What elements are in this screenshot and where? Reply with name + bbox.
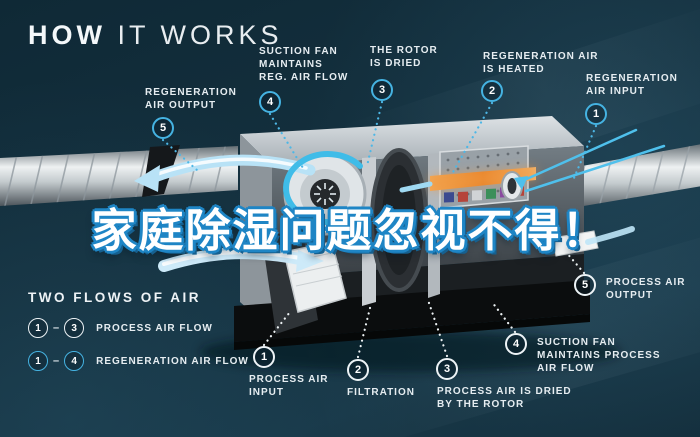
title-light: IT WORKS xyxy=(105,20,283,50)
step-badge-reg-3: 3 xyxy=(371,79,393,101)
callout-label-proc-input: PROCESS AIR INPUT xyxy=(249,374,329,399)
legend-row-process: 1 – 3 PROCESS AIR FLOW xyxy=(28,317,249,339)
step-badge-reg-2: 2 xyxy=(481,80,503,102)
step-badge-reg-4: 4 xyxy=(259,91,281,113)
leader-top-3 xyxy=(365,100,384,168)
callout-label-suction-proc: SUCTION FAN MAINTAINS PROCESS AIR FLOW xyxy=(537,337,661,375)
callout-label-proc-output: PROCESS AIR OUTPUT xyxy=(606,277,686,302)
legend-separator: – xyxy=(53,322,60,334)
legend-circle: 3 xyxy=(64,318,85,338)
callout-label-rotor-dried: THE ROTOR IS DRIED xyxy=(370,45,438,70)
legend-label: PROCESS AIR FLOW xyxy=(96,322,213,334)
callout-label-reg-air-output: REGENERATION AIR OUTPUT xyxy=(145,87,237,112)
leader-top-4 xyxy=(268,112,305,170)
airflow-arrows xyxy=(134,128,666,272)
legend-circle: 1 xyxy=(28,351,48,371)
cabinet-left-edge xyxy=(240,134,272,330)
process-output-vent xyxy=(551,230,599,257)
flow-arrow-process-output xyxy=(585,226,635,245)
callout-label-reg-heated: REGENERATION AIR IS HEATED xyxy=(483,51,599,76)
step-badge-proc-2: 2 xyxy=(347,359,369,381)
title-bold: HOW xyxy=(28,20,106,50)
leader-bottom-5 xyxy=(564,250,586,275)
step-badge-reg-5: 5 xyxy=(152,117,174,139)
leader-top-5 xyxy=(161,138,199,172)
legend-separator: – xyxy=(53,355,60,367)
callout-label-suction-reg: SUCTION FAN MAINTAINS REG. AIR FLOW xyxy=(259,46,349,84)
flow-line-reg-input xyxy=(524,144,666,193)
legend-label: REGENERATION AIR FLOW xyxy=(96,355,249,367)
step-badge-proc-5: 5 xyxy=(574,274,596,296)
callout-label-proc-dried: PROCESS AIR IS DRIED BY THE ROTOR xyxy=(437,386,572,411)
headline-chinese-overlay: 家庭除湿问题忽视不得！ xyxy=(91,204,609,257)
legend-row-regeneration: 1 – 4 REGENERATION AIR FLOW xyxy=(28,350,249,372)
step-badge-proc-4: 4 xyxy=(505,333,527,355)
cabinet-base xyxy=(234,280,590,342)
rotor-drum xyxy=(370,148,428,292)
step-badge-reg-1: 1 xyxy=(585,103,607,125)
leader-bottom-4 xyxy=(490,300,517,334)
legend-two-flows: TWO FLOWS OF AIR 1 – 3 PROCESS AIR FLOW … xyxy=(28,290,249,383)
leader-top-1 xyxy=(572,124,598,180)
legend-circle: 1 xyxy=(28,318,48,338)
page-title: HOW IT WORKS xyxy=(28,20,283,51)
step-badge-proc-1: 1 xyxy=(253,346,275,368)
flow-line-reg-input xyxy=(518,128,638,184)
legend-heading: TWO FLOWS OF AIR xyxy=(28,290,201,305)
step-badge-proc-3: 3 xyxy=(436,358,458,380)
callout-label-reg-input: REGENERATION AIR INPUT xyxy=(586,73,678,98)
legend-circle: 4 xyxy=(64,351,85,371)
leader-top-2 xyxy=(450,101,494,176)
flow-arrow-heater xyxy=(399,181,433,193)
flow-arrow-fan-swirl xyxy=(283,151,363,226)
callout-label-filtration: FILTRATION xyxy=(347,387,415,398)
